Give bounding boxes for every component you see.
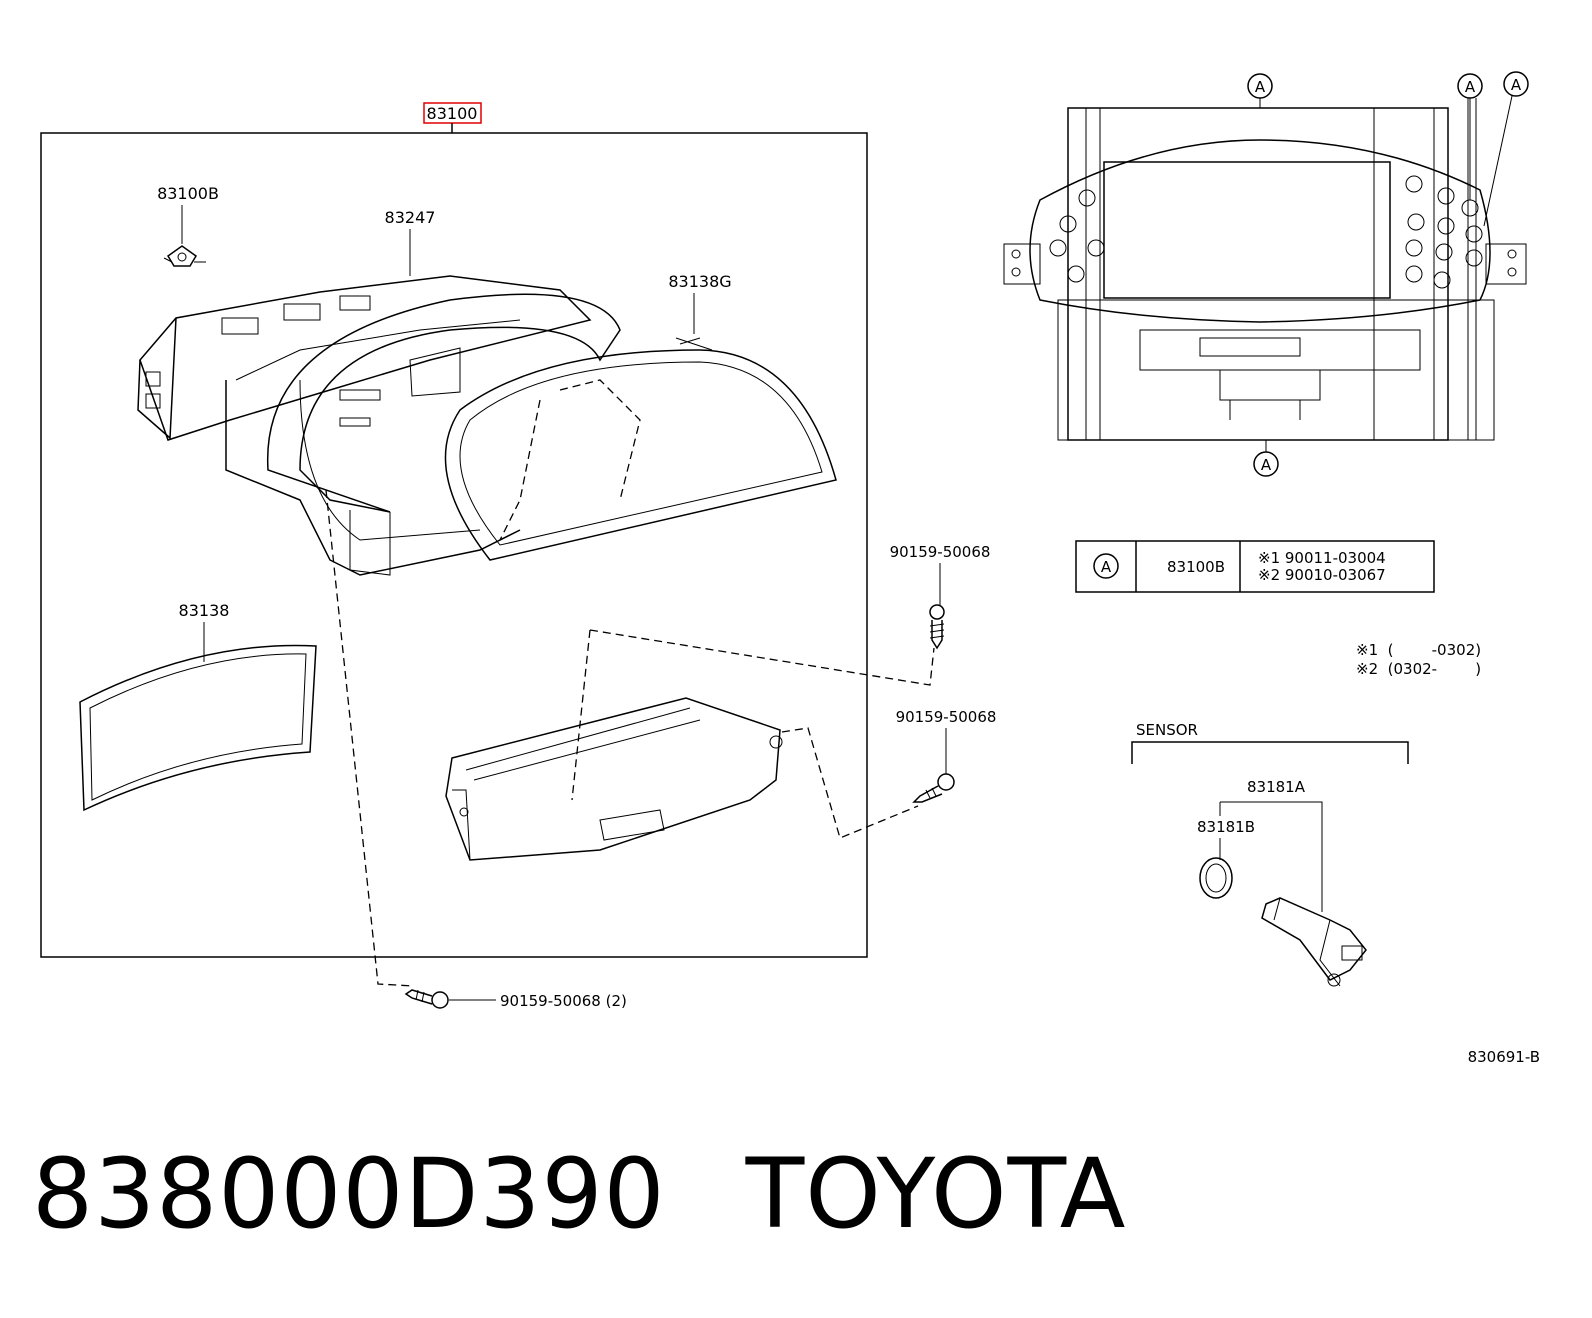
dash-screw-a: [589, 629, 935, 686]
meter-case-part: [137, 275, 592, 576]
svg-text:A: A: [1511, 76, 1522, 94]
note-1: ※1 ( -0302): [1356, 641, 1481, 659]
figure-id: 830691-B: [1468, 1048, 1540, 1066]
label-clip[interactable]: 83100B: [157, 184, 219, 203]
svg-text:A: A: [1465, 78, 1476, 96]
screw-b-part: [912, 773, 955, 803]
callout-a-top: A: [1247, 73, 1273, 108]
label-lens-ring[interactable]: 83138G: [668, 272, 731, 291]
dash-screw-c: [325, 489, 415, 987]
leader-sensor-assembly: [1220, 801, 1323, 912]
o-ring-part: [1199, 857, 1233, 899]
label-screw-a[interactable]: 90159-50068: [890, 543, 991, 561]
table-part[interactable]: 83100B: [1167, 558, 1225, 576]
lens-ring-part: [444, 337, 837, 561]
hood-ring-part: [266, 293, 621, 513]
group-label[interactable]: 83100: [427, 104, 478, 123]
brand-name: TOYOTA: [745, 1138, 1127, 1250]
clip-part: [163, 245, 206, 267]
table-ref: A: [1101, 558, 1112, 576]
dash-screw-b: [781, 727, 919, 839]
screw-a-part: [929, 604, 945, 650]
callout-a-bottom: A: [1253, 440, 1279, 477]
callout-a-right-2: A: [1483, 71, 1529, 227]
rear-view-part: [1003, 98, 1527, 441]
label-screw-b[interactable]: 90159-50068: [896, 708, 997, 726]
label-sensor-ring[interactable]: 83181B: [1197, 818, 1255, 836]
note-2: ※2 (0302- ): [1356, 660, 1481, 678]
table-variant-2[interactable]: ※2 90010-03067: [1258, 566, 1386, 584]
reference-table: A 83100B ※1 90011-03004 ※2 90010-03067: [1075, 540, 1435, 593]
meter-unit-part: [445, 697, 783, 861]
label-glass[interactable]: 83138: [179, 601, 230, 620]
label-sensor-assembly[interactable]: 83181A: [1247, 778, 1306, 796]
rear-view-screws: [1049, 175, 1483, 289]
table-variant-1[interactable]: ※1 90011-03004: [1258, 549, 1386, 567]
svg-text:A: A: [1255, 78, 1266, 96]
part-number: 838000D390: [32, 1138, 666, 1250]
glass-part: [79, 644, 317, 812]
speed-sensor-part: [1261, 897, 1367, 987]
assembly-frame: [40, 132, 868, 958]
sensor-bracket: [1131, 741, 1409, 764]
callout-a-right-1: A: [1457, 73, 1483, 200]
label-case[interactable]: 83247: [385, 208, 436, 227]
footer-caption: 838000D390 TOYOTA: [32, 1138, 1126, 1250]
screw-c-part: [404, 989, 449, 1009]
svg-text:A: A: [1261, 456, 1272, 474]
dash-unit: [571, 629, 591, 801]
label-screw-c[interactable]: 90159-50068 (2): [500, 992, 627, 1010]
sensor-title: SENSOR: [1136, 721, 1198, 739]
